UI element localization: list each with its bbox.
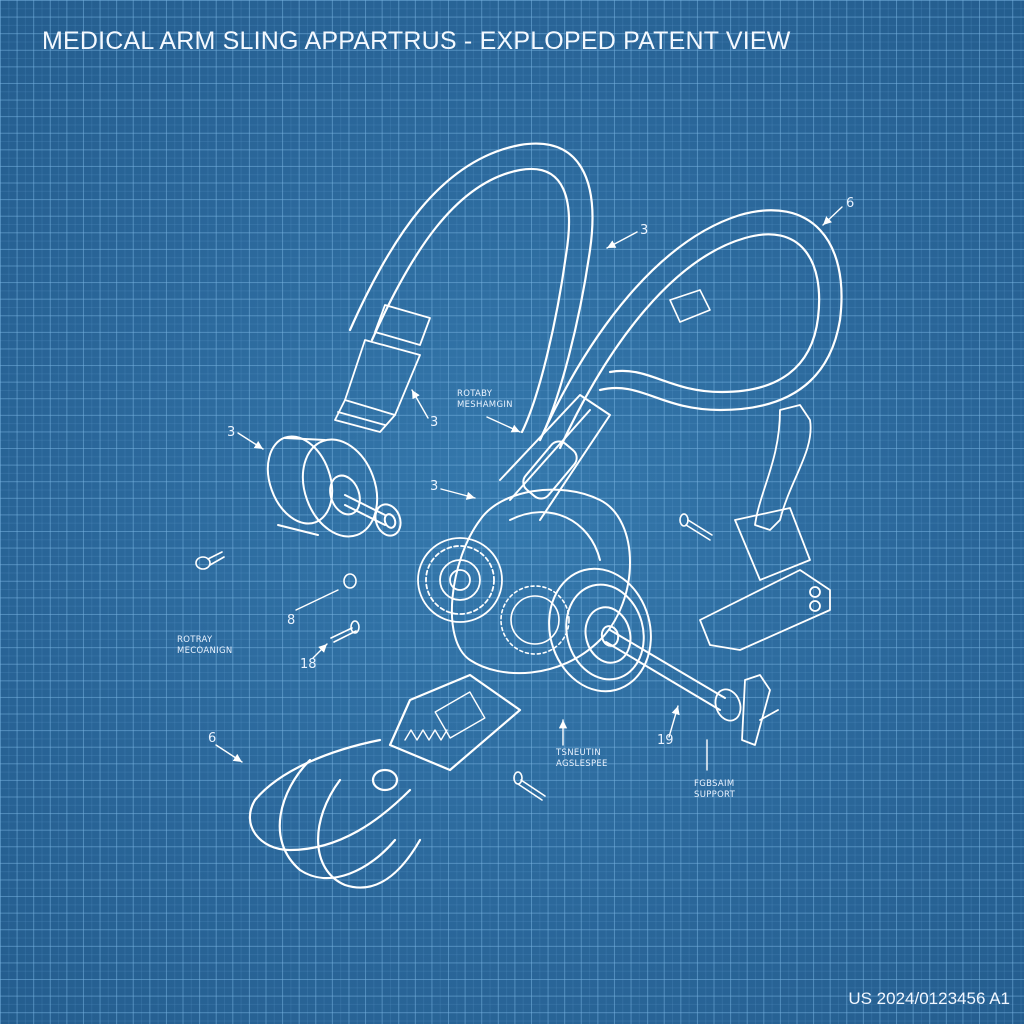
caption-rotary-mechanism-left: ROTRAY MECOANIGN <box>177 635 233 657</box>
end-clamp <box>714 674 779 746</box>
small-gear <box>500 585 570 655</box>
pin-right <box>679 513 713 541</box>
shoulder-loop <box>538 209 843 450</box>
drive-disc <box>548 567 652 693</box>
leader-lines <box>215 206 843 771</box>
ref-numeral-strap-buckle: 3 <box>430 415 439 430</box>
caption-line: MESHAMGIN <box>457 400 513 410</box>
side-clip <box>699 404 831 651</box>
diagram-title: MEDICAL ARM SLING APPARTRUS - EXPLOPED P… <box>42 27 791 55</box>
ref-numeral-rotary-hub: 3 <box>227 425 236 440</box>
caption-rotary-mechanism-upper: ROTABY MESHAMGIN <box>457 389 513 411</box>
large-gear <box>417 537 503 623</box>
ref-numeral-washer: 8 <box>287 613 296 628</box>
gear-housing <box>450 488 631 675</box>
ref-numeral-gear-housing: 3 <box>430 479 439 494</box>
caption-line: ROTABY <box>457 389 493 399</box>
caption-line: FGBSAIM <box>694 779 735 789</box>
patent-number: US 2024/0123456 A1 <box>848 989 1010 1008</box>
ref-numeral-upper-strap: 3 <box>640 223 649 238</box>
pin-bottom <box>513 771 546 801</box>
caption-line: TSNEUTIN <box>556 748 601 758</box>
pin-left <box>330 620 360 643</box>
strap-buckle <box>334 304 431 433</box>
axle-rod <box>605 629 726 711</box>
arm-column <box>499 394 611 521</box>
rotary-hub <box>266 435 402 538</box>
caption-line: SUPPORT <box>694 790 736 800</box>
ref-numeral-axle-rod: 19 <box>657 733 674 748</box>
upper-strap <box>348 142 594 442</box>
spring-cylinder <box>404 691 486 741</box>
caption-line: ROTRAY <box>177 635 213 645</box>
caption-line: MECOANIGN <box>177 646 233 656</box>
ref-numeral-forearm-cradle: 6 <box>208 731 217 746</box>
caption-line: AGSLESPEE <box>556 759 608 769</box>
caption-forearm-support: FGBSAIM SUPPORT <box>694 779 735 801</box>
caption-tension-adjuster: TSNEUTIN AGSLESPEE <box>556 748 608 770</box>
screw-left <box>195 551 225 570</box>
forearm-cradle <box>248 673 522 889</box>
washer <box>343 573 357 589</box>
ref-numeral-shoulder-loop: 6 <box>846 196 855 211</box>
ref-numeral-pin: 18 <box>300 657 317 672</box>
